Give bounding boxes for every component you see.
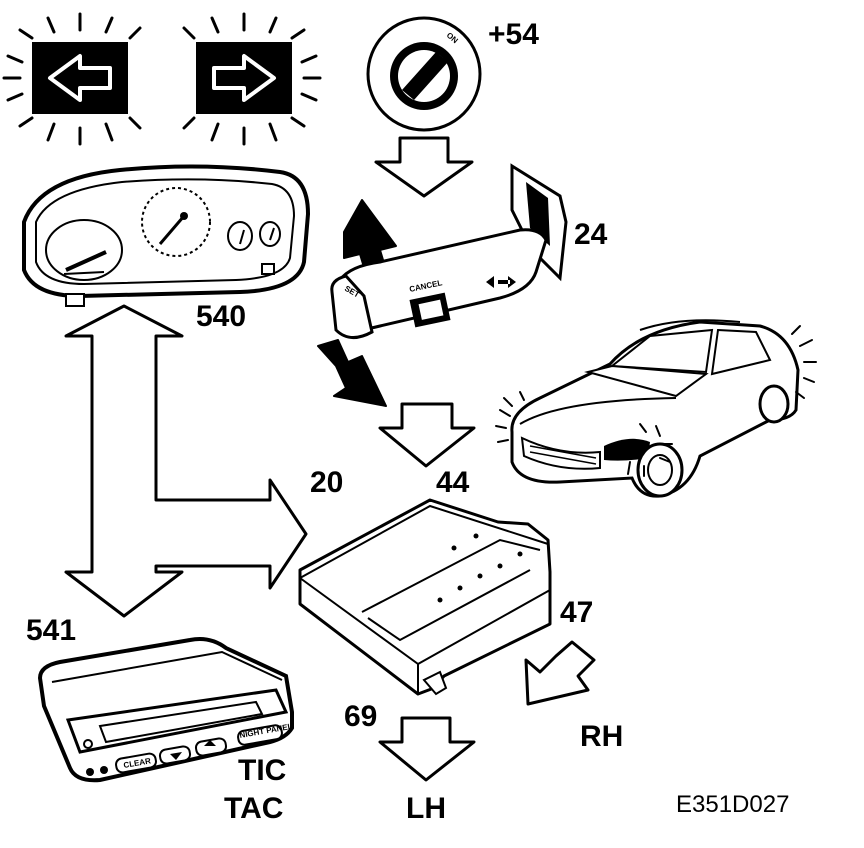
output-rh-number: 47: [560, 596, 593, 629]
output-rh-label: RH: [580, 720, 623, 753]
output-lh-label: LH: [406, 792, 446, 825]
cluster-number: 540: [196, 300, 246, 333]
display-tic-label: TIC: [238, 754, 286, 787]
output-lh-number: 69: [344, 700, 377, 733]
figure-code: E351D027: [676, 791, 789, 818]
car-illustration: [495, 319, 817, 498]
arrow-stalk-to-control-black: [317, 339, 387, 407]
ignition-switch-icon: ON: [366, 16, 482, 132]
ignition-label: +54: [488, 18, 539, 51]
right-turn-signal-icon: [182, 12, 322, 146]
control-unit-number: 20: [310, 466, 343, 499]
stalk-number: 24: [574, 218, 608, 251]
information-display: CLEAR NIGHT PANEL: [37, 637, 294, 783]
lights-number: 44: [436, 466, 470, 499]
instrument-cluster: [22, 164, 311, 307]
control-unit: [298, 498, 552, 696]
display-tac-label: TAC: [224, 792, 283, 825]
arrow-cluster-display-control: [64, 304, 308, 618]
arrow-rh-output: [524, 640, 596, 706]
left-turn-signal-icon: [2, 12, 142, 146]
display-number: 541: [26, 614, 76, 647]
arrow-ignition-to-stalk: [374, 136, 474, 198]
turn-signal-stalk: CANCEL SET: [330, 163, 568, 339]
arrow-to-control-unit: [378, 402, 476, 468]
arrow-lh-output: [378, 716, 476, 782]
